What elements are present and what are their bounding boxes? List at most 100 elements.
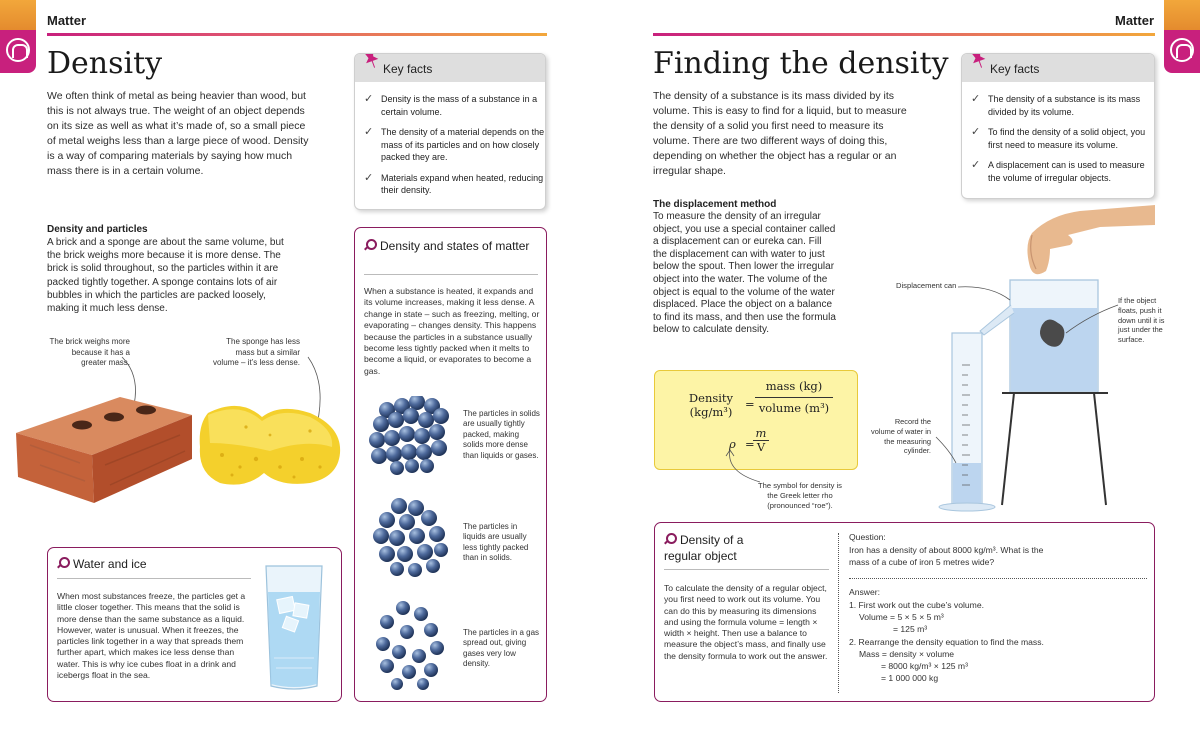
density-formula-box: Density (kg/m³) = mass (kg) volume (m³) … [654, 370, 858, 470]
checkmark-icon: ✓ [364, 93, 374, 105]
left-header-rule [47, 33, 547, 36]
rho-symbol: ρ [729, 437, 736, 451]
states-box-title: Density and states of matter [364, 238, 539, 254]
rho-equals: = [745, 437, 755, 451]
liquid-caption: The particles in liquids are usually les… [463, 522, 529, 563]
stand-image [1001, 392, 1108, 506]
answer-step1: 1. First work out the cube’s volume. [849, 600, 985, 610]
magnifier-icon [364, 239, 377, 251]
magnifier-icon [664, 533, 677, 545]
right-tab-stripe [1164, 0, 1200, 30]
key-fact-item: ✓ A displacement can is used to measure t… [962, 159, 1154, 184]
key-fact-item: ✓ Materials expand when heated, reducing … [355, 172, 545, 197]
key-facts-header: Key facts [355, 54, 545, 82]
key-fact-item: ✓ The density of a material depends on th… [355, 126, 545, 164]
finding-density-intro: The density of a substance is its mass d… [653, 90, 907, 177]
key-facts-header: Key facts [962, 54, 1154, 82]
page-title-finding-density: Finding the density [653, 46, 949, 81]
mass-over-volume: mass (kg) volume (m³) [755, 379, 833, 416]
sponge-image [199, 405, 341, 485]
displacement-text: To measure the density of an irregular o… [653, 211, 836, 336]
solid-caption: The particles in solids are usually tigh… [463, 409, 540, 460]
key-facts-title: Key facts [383, 62, 433, 76]
right-key-facts-box: Key facts ✓ The density of a substance is… [961, 53, 1155, 199]
answer-step2: 2. Rearrange the density equation to fin… [849, 637, 1044, 647]
sponge-caption: The sponge has less mass but a similar v… [212, 337, 300, 367]
magnet-icon [6, 38, 30, 62]
hand-image [1027, 205, 1155, 275]
checkmark-icon: ✓ [971, 126, 981, 138]
question-label: Question: [849, 532, 886, 542]
label-displacement-can: Displacement can [896, 281, 957, 290]
states-box-text: When a substance is heated, it expands a… [364, 286, 540, 376]
particles-heading: Density and particles [47, 224, 148, 235]
key-fact-item: ✓ The density of a substance is its mass … [962, 93, 1154, 118]
rho-leader-line [725, 449, 761, 483]
left-section-tab [0, 30, 36, 73]
pushpin-icon [364, 54, 379, 68]
left-header: Matter [47, 13, 87, 28]
key-fact-item: ✓ To find the density of a solid object, … [962, 126, 1154, 151]
label-record-volume: Record the volume of water in the measur… [871, 417, 931, 456]
answer-step2a: Mass = density × volume [859, 649, 955, 659]
water-box-title: Water and ice [57, 557, 147, 571]
answer-label: Answer: [849, 587, 881, 597]
key-fact-text: Materials expand when heated, reducing t… [381, 172, 544, 196]
density-intro: We often think of metal as being heavier… [47, 90, 309, 177]
displacement-can-image [979, 279, 1099, 393]
right-header: Matter [1115, 13, 1155, 28]
regular-box-title: Density of a regular object [664, 533, 744, 563]
liquid-particles-image [373, 498, 448, 577]
brick-sponge-illustration [16, 356, 341, 503]
equals-sign: = [745, 397, 755, 411]
left-key-facts-box: Key facts ✓ Density is the mass of a subs… [354, 53, 546, 210]
key-fact-text: The density of a substance is its mass d… [988, 94, 1141, 117]
water-box-rule [57, 578, 251, 579]
qa-divider [838, 533, 839, 693]
answer-step1b: = 125 m³ [893, 624, 928, 634]
density-word: Density (kg/m³) [688, 391, 734, 419]
displacement-heading: The displacement method [653, 199, 777, 210]
regular-box-rule [664, 569, 829, 570]
right-header-rule [653, 33, 1155, 36]
key-fact-text: The density of a material depends on the… [381, 127, 545, 162]
key-fact-text: To find the density of a solid object, y… [988, 127, 1146, 150]
answer-step1a: Volume = 5 × 5 × 5 m³ [859, 612, 944, 622]
key-fact-text: Density is the mass of a substance in a … [381, 94, 538, 117]
solid-particles-image [369, 396, 449, 475]
question-text: Iron has a density of about 8000 kg/m³. … [849, 545, 1044, 567]
key-fact-text: A displacement can is used to measure th… [988, 160, 1145, 183]
answer-step2b: = 8000 kg/m³ × 125 m³ [881, 661, 968, 671]
states-box-rule [364, 274, 538, 275]
water-ice-box: Water and ice When most substances freez… [47, 547, 342, 702]
label-object-floats: If the object floats, push it down until… [1118, 296, 1165, 345]
gas-caption: The particles in a gas spread out, givin… [463, 628, 540, 669]
particles-text: A brick and a sponge are about the same … [47, 237, 284, 315]
brick-caption: The brick weighs more because it has a g… [49, 337, 130, 367]
regular-object-box: Density of a regular object To calculate… [654, 522, 1155, 702]
states-of-matter-box: Density and states of matter When a subs… [354, 227, 547, 702]
magnet-icon [1170, 38, 1194, 62]
checkmark-icon: ✓ [971, 159, 981, 171]
answer-step2c: = 1 000 000 kg [881, 673, 939, 683]
key-facts-title: Key facts [990, 62, 1040, 76]
regular-box-text: To calculate the density of a regular ob… [664, 583, 828, 661]
magnifier-icon [57, 557, 70, 569]
page-title-density: Density [47, 46, 163, 81]
label-rho: The symbol for density is the Greek lett… [758, 481, 842, 510]
measuring-cylinder-image [938, 332, 996, 512]
left-tab-stripe [0, 0, 36, 30]
m-over-v: m V [753, 427, 769, 454]
ice-glass-image [265, 565, 323, 690]
checkmark-icon: ✓ [971, 93, 981, 105]
qa-rule [849, 578, 1147, 579]
key-fact-item: ✓ Density is the mass of a substance in a… [355, 93, 545, 118]
displacement-apparatus-illustration [935, 205, 1155, 512]
brick-image [16, 397, 192, 503]
right-section-tab [1164, 30, 1200, 73]
water-box-text: When most substances freeze, the particl… [57, 591, 246, 681]
pushpin-icon [971, 54, 986, 68]
checkmark-icon: ✓ [364, 126, 374, 138]
checkmark-icon: ✓ [364, 171, 374, 184]
gas-particles-image [376, 601, 444, 690]
